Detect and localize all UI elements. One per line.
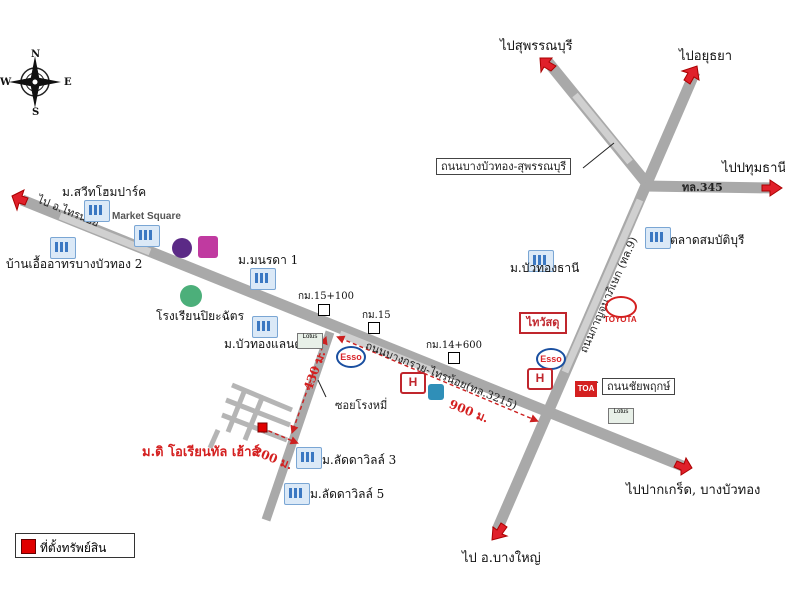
esso-icon: Esso (336, 346, 366, 368)
property-marker[interactable] (257, 422, 268, 433)
place-sweet-home-park: ม.สวีทโฮมปาร์ค (62, 185, 147, 199)
building-icon (296, 447, 322, 469)
honda-icon: H (527, 368, 553, 390)
school-icon (180, 285, 202, 307)
road-label-soi-rongmee: ซอยโรงหมี่ (335, 399, 388, 412)
place-lada-ville-5: ม.ลัดดาวิลล์ 5 (310, 487, 385, 501)
market-icon (134, 225, 160, 247)
building-icon (50, 237, 76, 259)
road-highlight-suphan (572, 92, 633, 165)
legend: ที่ตั้งทรัพย์สิน (15, 533, 135, 558)
place-manrada: ม.มนรดา 1 (238, 253, 299, 267)
toa-icon: TOA (575, 381, 597, 397)
compass-e: E (64, 77, 72, 88)
km-post-icon (368, 322, 380, 334)
place-school: โรงเรียนปิยะฉัตร (156, 309, 245, 323)
building-icon (528, 250, 554, 272)
place-sombat-buri-market: ตลาดสมบัติบุรี (670, 233, 745, 247)
dest-ayutthaya: ไปอยุธยา (679, 49, 733, 64)
compass-n: N (31, 49, 41, 60)
place-baan-uea-arthorn: บ้านเอื้ออาทรบางบัวทอง 2 (6, 257, 143, 271)
bank-logo-icon (198, 236, 218, 258)
legend-swatch (21, 539, 36, 554)
building-icon (284, 483, 310, 505)
km-post-icon (448, 352, 460, 364)
toyota-label: TOYOTA (604, 315, 637, 324)
place-bua-thong-land: ม.บัวทองแลนด์ (224, 337, 303, 351)
compass-s: S (32, 107, 40, 118)
km-14-600-label: กม.14+600 (426, 340, 483, 351)
road-label-chaiyaphruek: ถนนชัยพฤกษ์ (602, 378, 676, 395)
building-icon (252, 316, 278, 338)
bank-logo-icon (428, 384, 444, 400)
place-bua-thong-thani: ม.บัวทองธานี (510, 261, 580, 275)
honda-icon: H (400, 372, 426, 394)
market-icon (645, 227, 671, 249)
lotus-express-icon: Lotus (608, 408, 634, 424)
lotus-express-icon: Lotus (297, 333, 323, 349)
toyota-icon (605, 296, 637, 318)
km-15-100-label: กม.15+100 (298, 291, 355, 302)
road-route-345 (644, 180, 776, 194)
bank-logo-icon (172, 238, 192, 258)
compass-w: W (0, 77, 12, 88)
thai-watsadu-icon: ไทวัสดุ (519, 312, 567, 334)
distance-lines (258, 335, 539, 445)
road-label-345: ทล.345 (682, 181, 723, 194)
destination-arrows (11, 57, 783, 541)
place-oriental-house: ม.ดิ โอเรียนทัล เฮ้าส์ (142, 445, 260, 460)
place-market-square: Market Square (112, 211, 181, 222)
compass-rose (9, 56, 61, 108)
building-icon (250, 268, 276, 290)
km-15-label: กม.15 (362, 310, 391, 321)
legend-label: ที่ตั้งทรัพย์สิน (40, 541, 107, 555)
km-post-icon (318, 304, 330, 316)
side-streets (207, 382, 293, 450)
building-icon (84, 200, 110, 222)
place-lada-ville-3: ม.ลัดดาวิลล์ 3 (322, 453, 397, 467)
dest-suphanburi: ไปสุพรรณบุรี (500, 39, 573, 54)
road-kanchanaphisek-light (561, 198, 644, 374)
dest-bang-yai: ไป อ.บางใหญ่ (462, 551, 541, 566)
dest-pak-kret: ไปปากเกร็ด, บางบัวทอง (626, 483, 761, 498)
dest-pathum-thani: ไปปทุมธานี (722, 161, 785, 176)
road-label-suphan: ถนนบางบัวทอง-สุพรรณบุรี (436, 158, 572, 175)
esso-icon: Esso (536, 348, 566, 370)
